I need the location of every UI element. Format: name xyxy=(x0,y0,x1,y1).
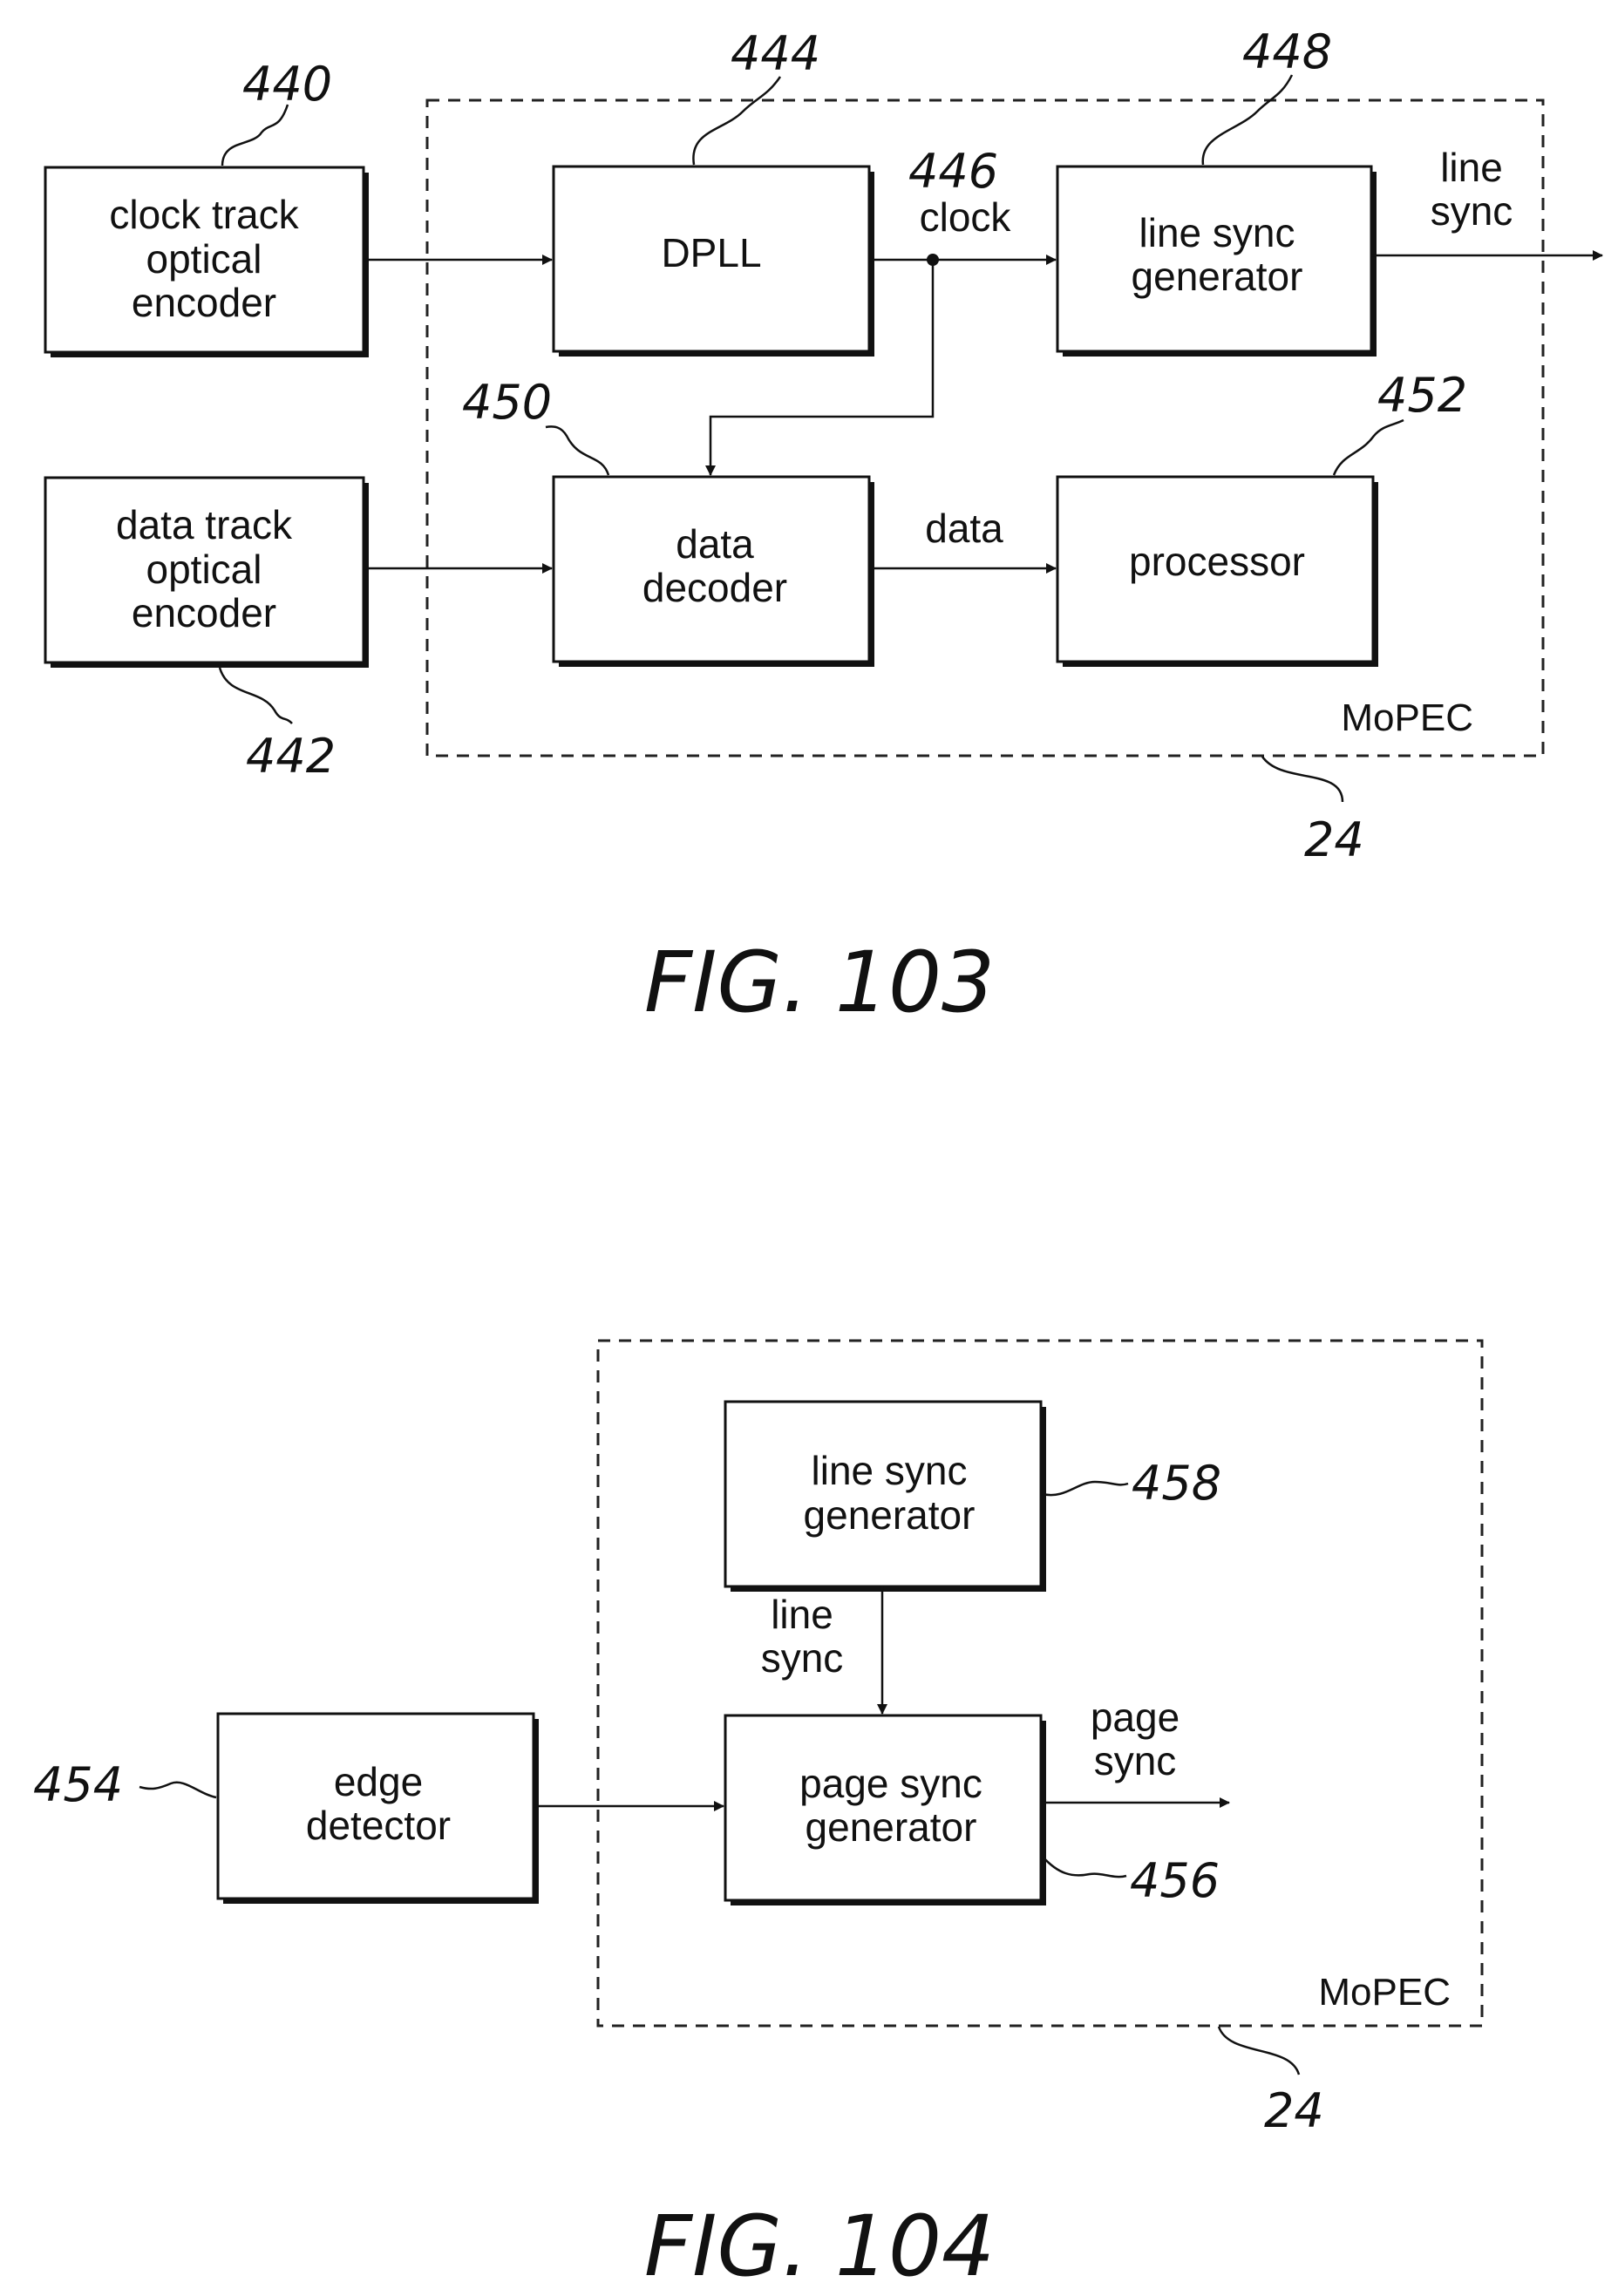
page-sync-gen-label-line1: page sync xyxy=(799,1761,982,1806)
leader-454 xyxy=(139,1781,217,1799)
leader-24-103 xyxy=(1261,756,1344,803)
mopec-label-103: MoPEC xyxy=(1341,696,1473,739)
wire-clock-to-data-decoder xyxy=(705,260,935,476)
leader-440 xyxy=(221,104,289,166)
edge-detector-block: edge detector xyxy=(216,1712,539,1904)
ref-452: 452 xyxy=(1377,368,1467,423)
leader-456 xyxy=(1042,1856,1127,1878)
page-sync-label-line2: sync xyxy=(1094,1738,1177,1783)
edge-detector-label-line2: detector xyxy=(306,1803,451,1848)
leader-444 xyxy=(692,76,782,166)
figure-103-caption: FIG. 103 xyxy=(644,934,995,1031)
data-decoder-label-line1: data xyxy=(676,521,754,567)
ref-446: 446 xyxy=(908,144,998,199)
ref-444: 444 xyxy=(731,26,820,81)
ref-448: 448 xyxy=(1242,24,1332,79)
mopec-boundary-103 xyxy=(425,98,1545,757)
data-encoder-label-line1: data track xyxy=(116,502,293,547)
ref-440: 440 xyxy=(242,57,332,112)
line-sync-gen-103-label-line1: line sync xyxy=(1139,210,1295,255)
leader-458 xyxy=(1042,1480,1129,1497)
data-decoder-label-line2: decoder xyxy=(642,565,787,610)
line-sync-label-104-line1: line xyxy=(771,1592,833,1637)
edge-detector-label-line1: edge xyxy=(334,1759,423,1804)
line-sync-out-label-line2: sync xyxy=(1431,188,1513,234)
processor-label: processor xyxy=(1129,539,1305,584)
data-signal-label: data xyxy=(925,506,1003,551)
line-sync-out-label-line1: line xyxy=(1440,145,1503,190)
line-sync-gen-104-label-line1: line sync xyxy=(812,1448,968,1493)
leader-452 xyxy=(1332,418,1404,476)
ref-24-103: 24 xyxy=(1304,812,1364,867)
mopec-label-104: MoPEC xyxy=(1318,1971,1451,2014)
data-encoder-label-line3: encoder xyxy=(132,590,276,635)
line-sync-gen-103-label-line2: generator xyxy=(1132,254,1303,299)
ref-450: 450 xyxy=(462,375,552,430)
figure-103: MoPEC 24 clock track optical encoder 440… xyxy=(44,24,1603,1031)
ref-24-104: 24 xyxy=(1264,2083,1324,2138)
clock-encoder-label-line3: encoder xyxy=(132,280,276,325)
data-decoder-block: data decoder xyxy=(552,475,874,667)
leader-442 xyxy=(218,667,293,724)
data-encoder-label-line2: optical xyxy=(146,547,262,592)
page-sync-gen-label-line2: generator xyxy=(806,1804,977,1850)
dpll-block: DPLL xyxy=(552,165,874,357)
dpll-label: DPLL xyxy=(661,230,761,275)
line-sync-gen-104-label-line2: generator xyxy=(804,1492,976,1538)
line-sync-generator-block-104: line sync generator xyxy=(724,1400,1046,1592)
ref-456: 456 xyxy=(1130,1853,1220,1908)
leader-450 xyxy=(545,425,610,476)
clock-track-encoder-block: clock track optical encoder xyxy=(44,166,369,357)
page-sync-generator-block: page sync generator xyxy=(724,1714,1046,1905)
mopec-boundary-104 xyxy=(596,1339,1484,2028)
clock-encoder-label-line1: clock track xyxy=(109,192,299,237)
ref-458: 458 xyxy=(1132,1456,1221,1511)
processor-block: processor xyxy=(1056,475,1378,667)
leader-448 xyxy=(1201,74,1294,166)
page-sync-label-line1: page xyxy=(1091,1695,1180,1740)
figure-104: MoPEC 24 line sync generator 458 page sy… xyxy=(33,1339,1484,2295)
line-sync-label-104-line2: sync xyxy=(761,1635,844,1681)
figure-104-caption: FIG. 104 xyxy=(644,2198,995,2295)
leader-24-104 xyxy=(1217,2026,1301,2075)
data-track-encoder-block: data track optical encoder xyxy=(44,476,369,668)
ref-442: 442 xyxy=(246,729,336,784)
clock-signal-label: clock xyxy=(920,194,1012,240)
clock-encoder-label-line2: optical xyxy=(146,236,262,282)
line-sync-generator-block-103: line sync generator xyxy=(1056,165,1377,357)
ref-454: 454 xyxy=(33,1757,123,1812)
